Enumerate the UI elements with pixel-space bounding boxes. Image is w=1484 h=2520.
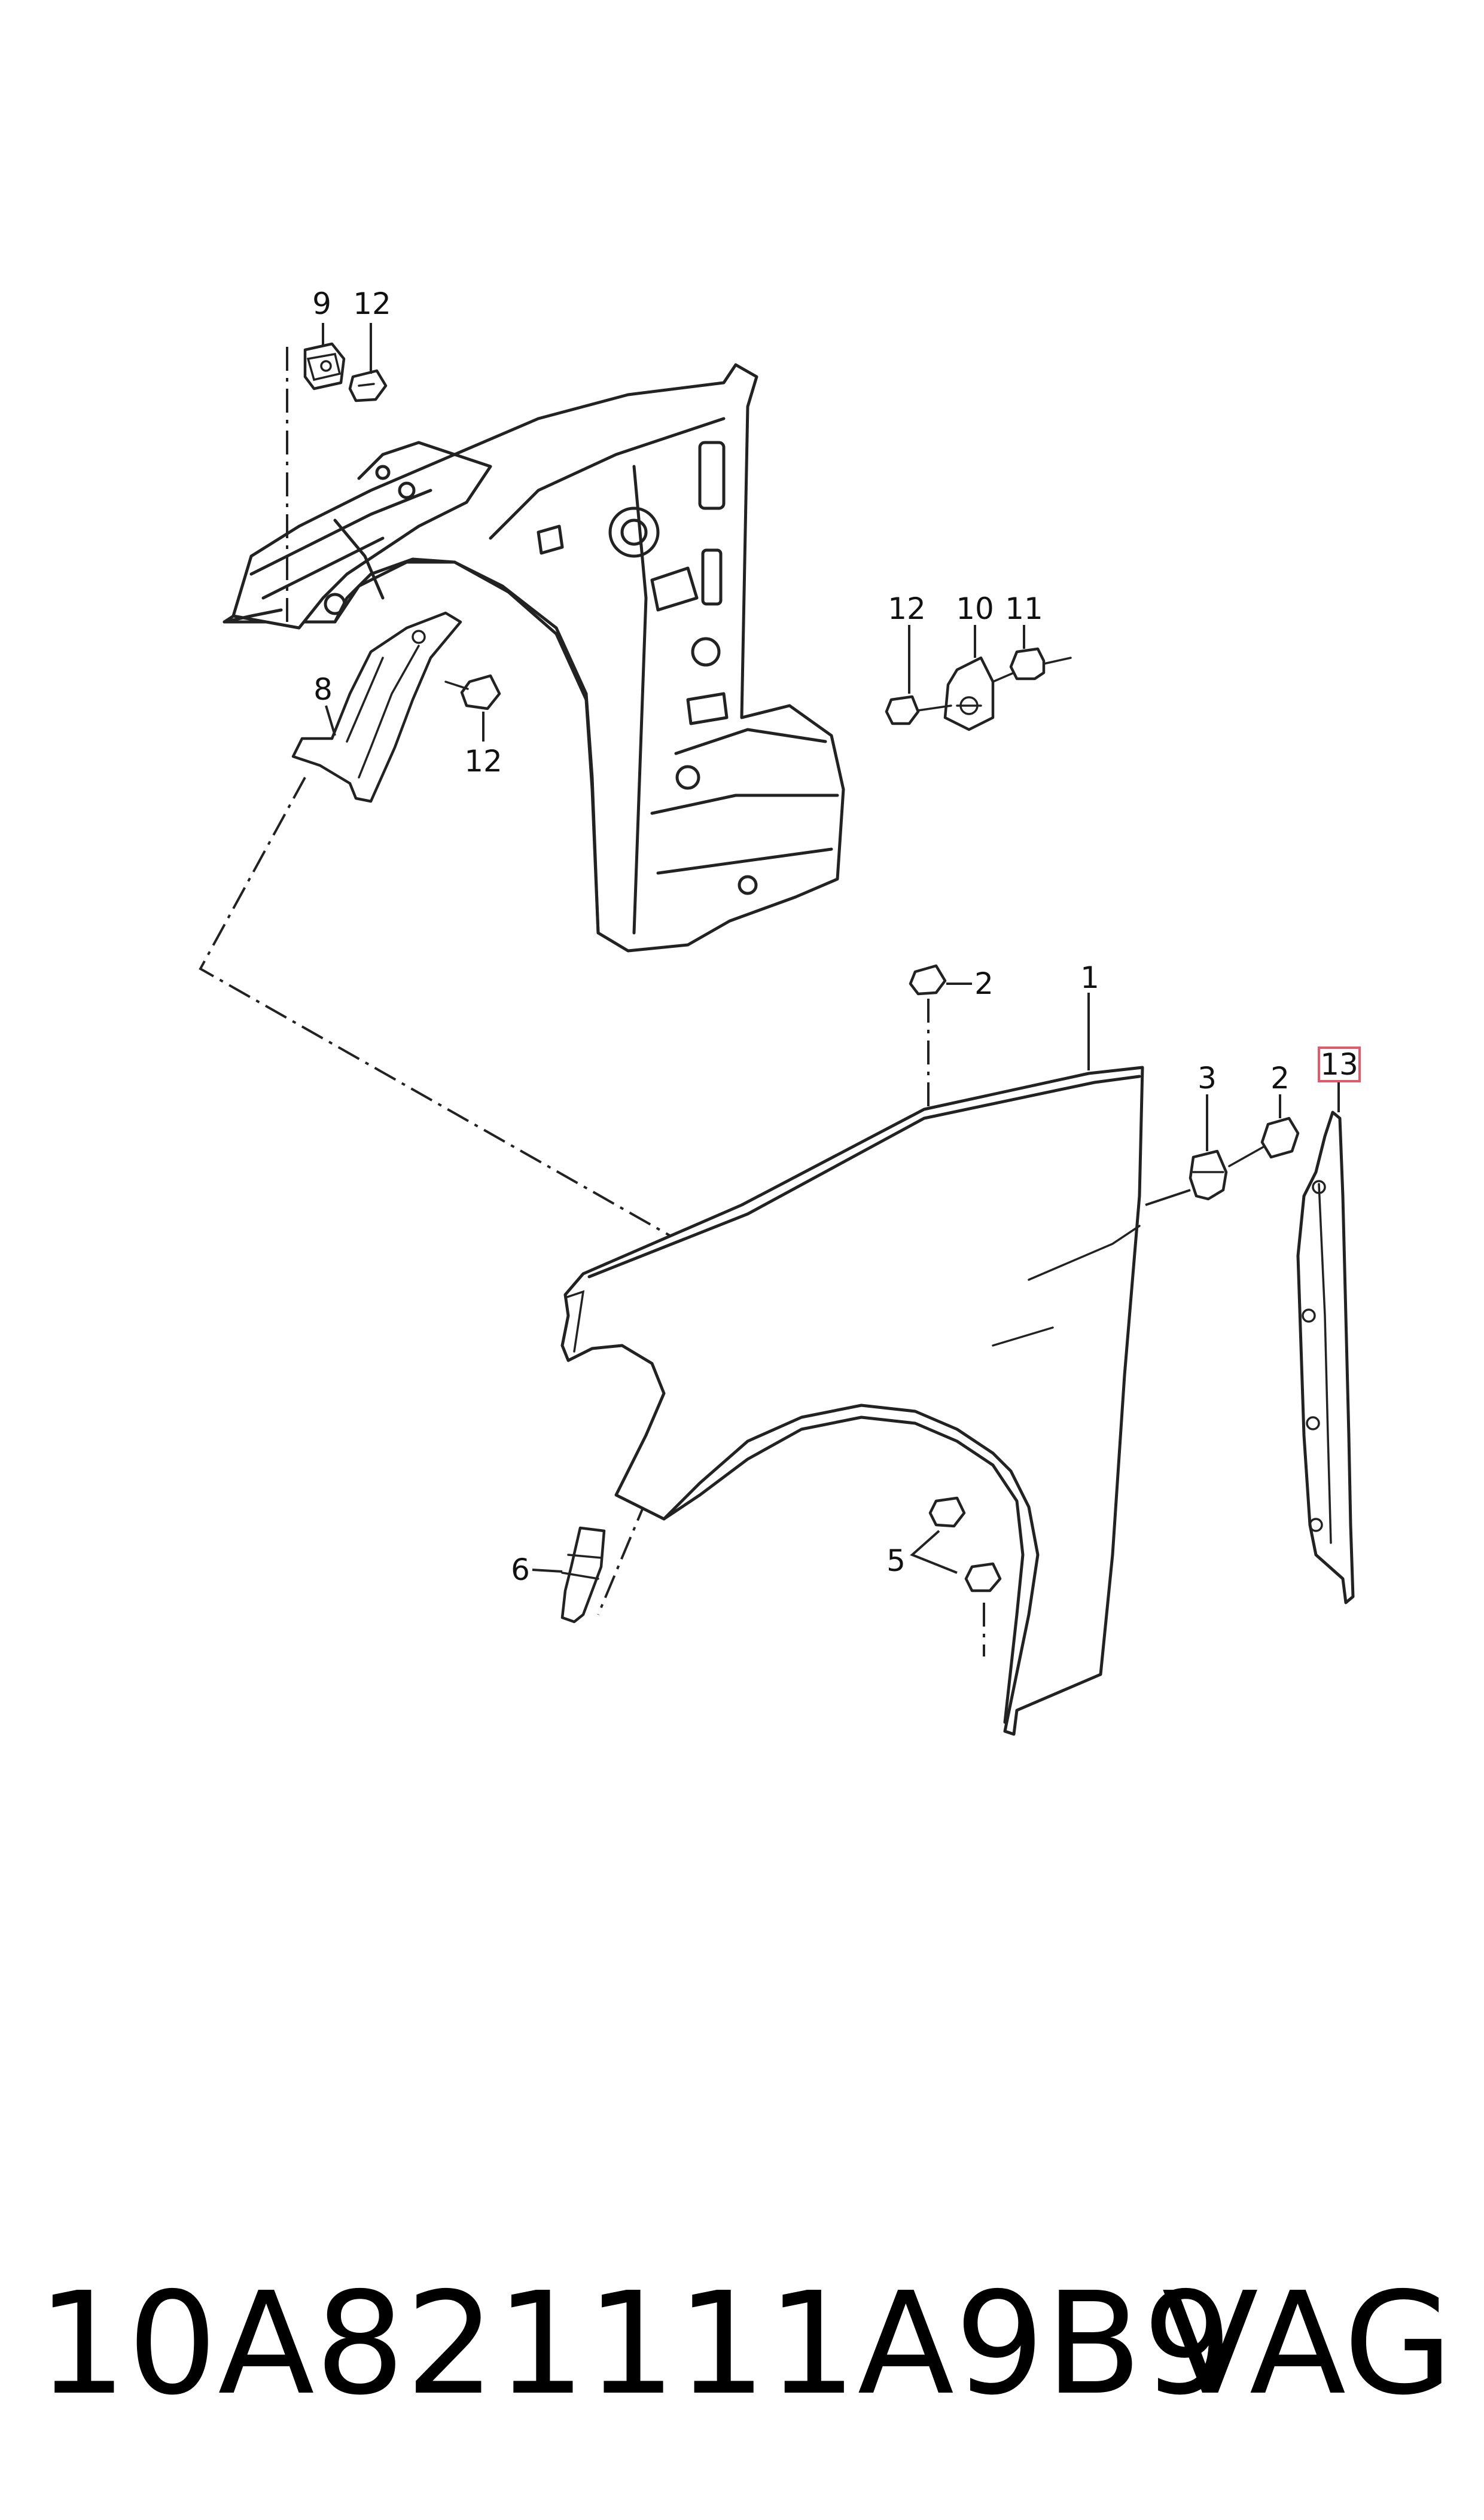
callout-5: 5 xyxy=(886,1543,906,1578)
callout-10: 10 xyxy=(956,591,994,626)
footer: 10A821111A9B9 VAG xyxy=(0,2254,1484,2434)
bracket-part-10 xyxy=(943,656,995,731)
screw-part-2-top xyxy=(909,964,972,1106)
brand-name: VAG xyxy=(1162,2262,1453,2426)
bracket-part-8 xyxy=(291,611,462,803)
screw-part-5-lower xyxy=(964,1562,1002,1656)
part-number: 10A821111A9B9 xyxy=(37,2262,1233,2426)
nut-part-3 xyxy=(1145,1149,1228,1206)
seal-strip-part-13 xyxy=(1296,1110,1355,1604)
fender-part-1 xyxy=(560,1066,1144,1736)
screw-part-12-mid xyxy=(444,674,501,710)
screw-part-5-upper xyxy=(928,1496,966,1528)
callout-13-highlight xyxy=(1318,1047,1361,1082)
screw-part-12-top xyxy=(348,369,388,402)
body-structure xyxy=(223,363,845,953)
callout-13: 13 xyxy=(1320,1047,1358,1082)
callout-6: 6 xyxy=(511,1552,530,1587)
callout-12-mid: 12 xyxy=(464,744,502,779)
callout-1: 1 xyxy=(1080,960,1099,995)
callout-3: 3 xyxy=(1197,1061,1217,1096)
stud-part-6 xyxy=(532,1526,606,1624)
screw-part-12-right xyxy=(885,695,952,725)
callout-12-top: 12 xyxy=(353,286,391,321)
callout-11: 11 xyxy=(1005,591,1043,626)
callout-8: 8 xyxy=(313,672,333,707)
callout-2-top: 2 xyxy=(974,966,994,1001)
screw-part-2-right xyxy=(1228,1116,1300,1167)
callout-2-right: 2 xyxy=(1270,1061,1290,1096)
bracket-part-9 xyxy=(303,342,346,390)
callout-12-right: 12 xyxy=(888,591,926,626)
callout-9: 9 xyxy=(312,286,331,321)
clip-part-11 xyxy=(992,647,1072,683)
